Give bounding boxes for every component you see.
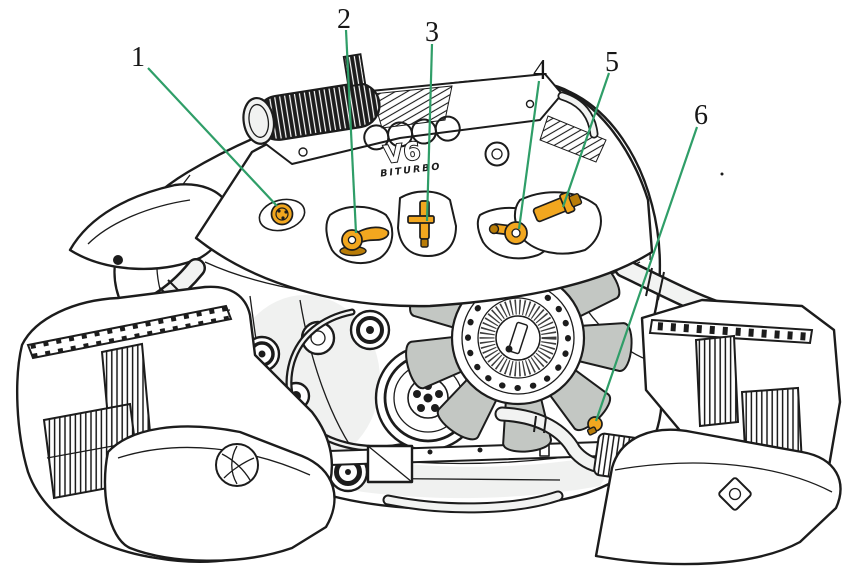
right-core-1 xyxy=(694,334,740,428)
left-air-deflector xyxy=(103,425,336,562)
print-speck xyxy=(720,172,724,176)
left-cover-bolt xyxy=(113,255,123,265)
crank-bolt-4 xyxy=(417,404,425,412)
subframe-bracket-diag xyxy=(367,445,413,483)
hose-right-clamp xyxy=(645,267,665,301)
callout-6-line xyxy=(594,126,699,422)
right-deflector-diamond xyxy=(718,477,752,511)
sensor-4 xyxy=(488,221,528,245)
idler-pulley-ring xyxy=(356,316,384,344)
cover-screw-2 xyxy=(525,99,535,109)
callout-4-number: 4 xyxy=(533,55,547,86)
fan-clutch-dot xyxy=(505,345,513,353)
cover-screw-1 xyxy=(298,147,308,157)
alternator-pulley-inner xyxy=(310,330,326,346)
ac-pulley-center xyxy=(345,469,351,475)
crank-bolt-2 xyxy=(435,390,443,398)
callout-2-number: 2 xyxy=(337,4,351,35)
fan-clutch-fins xyxy=(479,299,557,377)
left-intercooler xyxy=(16,285,336,563)
sensors xyxy=(270,191,603,436)
left-cam-cover-detail xyxy=(87,199,191,245)
viscous-fan xyxy=(400,220,635,455)
callout-5-number: 5 xyxy=(605,47,619,78)
left-deflector-edge xyxy=(117,446,311,476)
callout-3-number: 3 xyxy=(425,17,439,48)
callout-3-line xyxy=(425,43,434,222)
fan-clutch-key xyxy=(507,321,529,355)
left-serrated-strip xyxy=(26,304,233,360)
sensor-1 xyxy=(270,202,294,226)
callout-4-line xyxy=(517,80,541,230)
callout-1-number: 1 xyxy=(131,42,145,73)
cover-right-vent xyxy=(539,115,607,163)
oil-filler-cap-inner xyxy=(491,148,503,160)
sensor-2 xyxy=(339,226,390,257)
fan-hub-ring2 xyxy=(477,297,559,379)
left-cutout-blades xyxy=(221,445,255,485)
v6-logo-text: V6 xyxy=(382,137,422,169)
sensor-6 xyxy=(586,416,603,436)
crank-bolt-3 xyxy=(431,404,439,412)
audi-rings-icon xyxy=(363,115,461,151)
callout-5-line xyxy=(561,72,611,208)
oil-filler-cap xyxy=(484,141,510,167)
breather-hose-inner xyxy=(559,93,597,137)
idler-pulley-center xyxy=(366,326,374,334)
right-serrated-strip xyxy=(648,318,814,345)
callouts: 1 2 3 4 5 6 xyxy=(131,4,708,422)
callout-2-line xyxy=(344,29,358,234)
callout-1-line xyxy=(147,67,278,207)
cover-plate-hatch xyxy=(371,85,453,129)
crank-bolt-5 xyxy=(413,390,421,398)
right-deflector-diamond-hole xyxy=(728,487,742,501)
ps-pump-pulley-center xyxy=(258,350,266,358)
s-pipe-clamp xyxy=(533,415,547,434)
right-deflector-edge xyxy=(614,462,833,493)
right-intercooler xyxy=(594,298,842,566)
scoop-cap-inner xyxy=(248,103,270,138)
subframe-bolt-2 xyxy=(477,447,483,453)
crank-bolt-c xyxy=(423,393,433,403)
low-pipe-inner xyxy=(384,492,562,512)
callout-6-number: 6 xyxy=(694,100,708,131)
right-air-deflector xyxy=(594,428,842,566)
engine-cover: V6 BITURBO xyxy=(194,53,654,308)
subframe-bolt-1 xyxy=(427,449,433,455)
